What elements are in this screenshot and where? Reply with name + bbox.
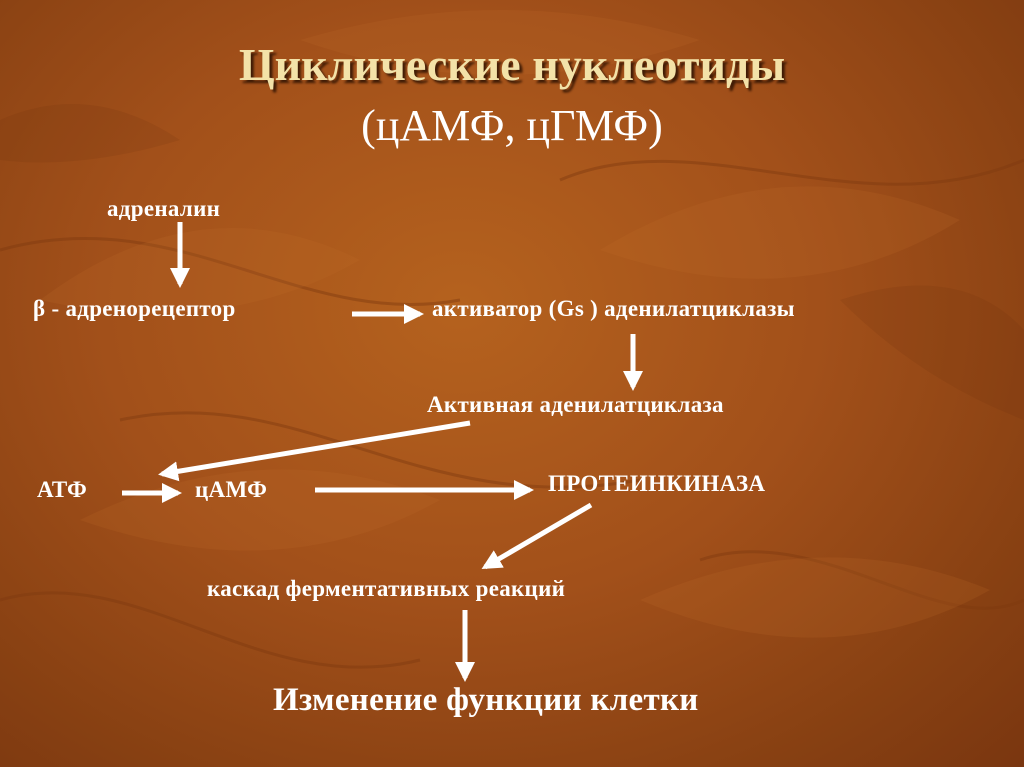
slide-title: Циклические нуклеотиды [238, 39, 786, 90]
node-beta-receptor: β - адренорецептор [33, 296, 236, 321]
node-cascade: каскад ферментативных реакций [207, 576, 566, 601]
node-activator: активатор (Gs ) аденилатциклазы [432, 296, 795, 321]
arrow-cyclase-to-atp [158, 420, 471, 482]
node-protein-kinase: ПРОТЕИНКИНАЗА [548, 471, 766, 496]
node-result: Изменение функции клетки [273, 682, 699, 718]
slide-subtitle: (цАМФ, цГМФ) [361, 101, 663, 150]
node-camp: цАМФ [195, 477, 268, 502]
node-adrenaline: адреналин [107, 196, 221, 221]
node-atp: АТФ [37, 477, 88, 502]
arrow-kinase-to-cascade [481, 502, 593, 570]
node-active-cyclase: Активная аденилатциклаза [427, 392, 724, 417]
